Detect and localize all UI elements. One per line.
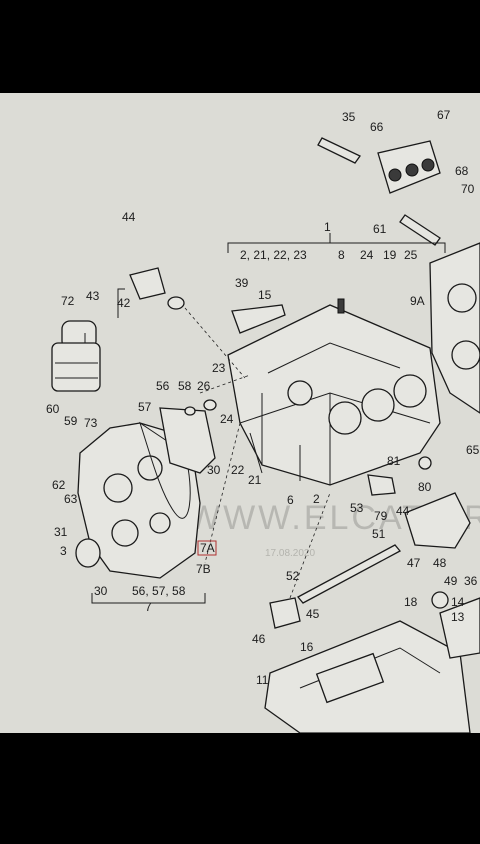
thermostat-housing (129, 267, 166, 300)
label-49: 49 (444, 574, 458, 588)
label-59: 59 (64, 414, 78, 428)
label-47: 47 (407, 556, 421, 570)
label-35: 35 (342, 110, 356, 124)
sensor-81 (418, 456, 432, 470)
label-2: 2 (313, 492, 320, 506)
bolt-8 (337, 298, 345, 314)
label-7A: 7A (200, 541, 215, 555)
label-70: 70 (461, 182, 475, 196)
label-39: 39 (235, 276, 249, 290)
pump-45 (269, 597, 301, 629)
label-57: 57 (138, 400, 152, 414)
label-45: 45 (306, 607, 320, 621)
label-52: 52 (286, 569, 300, 583)
label-61: 61 (373, 222, 387, 236)
label-24-left: 24 (220, 412, 234, 426)
label-24: 24 (360, 248, 374, 262)
label-58: 58 (178, 379, 192, 393)
label-30-bottom: 30 (94, 584, 108, 598)
timing-chain (139, 421, 191, 519)
label-46: 46 (252, 632, 266, 646)
label-42: 42 (117, 296, 131, 310)
label-68: 68 (455, 164, 469, 178)
label-48: 48 (433, 556, 447, 570)
label-56: 56 (156, 379, 170, 393)
engine-block-right (429, 242, 480, 414)
label-53: 53 (350, 501, 364, 515)
sensor-79 (367, 474, 396, 496)
seal-3 (75, 538, 101, 568)
label-21: 21 (248, 473, 262, 487)
label-1: 1 (324, 220, 331, 234)
label-80: 80 (418, 480, 432, 494)
label-31: 31 (54, 525, 68, 539)
cover-plate-57 (159, 407, 216, 474)
label-56-57-58: 56, 57, 58 (132, 584, 186, 598)
oil-pump-part (404, 492, 471, 549)
label-65: 65 (466, 443, 480, 457)
label-67: 67 (437, 108, 451, 122)
label-30: 30 (207, 463, 221, 477)
oil-filter-housing (51, 320, 101, 392)
oil-pan-right (439, 597, 480, 659)
seal-42 (167, 296, 185, 310)
label-81: 81 (387, 454, 401, 468)
camshaft-part (377, 140, 441, 194)
label-2-21-22-23: 2, 21, 22, 23 (240, 248, 307, 262)
highlight-box-7A (197, 540, 217, 556)
label-22: 22 (231, 463, 245, 477)
exploded-parts-diagram: WWW.ELCATS.RU 17.08.2020 (46, 108, 480, 733)
label-18: 18 (404, 595, 418, 609)
bracket-15 (231, 304, 286, 334)
plug-18 (431, 591, 449, 609)
label-63: 63 (64, 492, 78, 506)
seal-26 (203, 399, 217, 411)
label-14: 14 (451, 595, 465, 609)
label-73: 73 (84, 416, 98, 430)
shaft-51 (296, 544, 402, 604)
label-3: 3 (60, 544, 67, 558)
label-6: 6 (287, 493, 294, 507)
label-15: 15 (258, 288, 272, 302)
label-16: 16 (300, 640, 314, 654)
label-51: 51 (372, 527, 386, 541)
label-19: 19 (383, 248, 397, 262)
label-43: 43 (86, 289, 100, 303)
label-79: 79 (374, 509, 388, 523)
label-8: 8 (338, 248, 345, 262)
gasket-strip-35 (317, 137, 361, 164)
label-7B: 7B (196, 562, 211, 576)
label-36: 36 (464, 574, 478, 588)
label-23: 23 (212, 361, 226, 375)
label-13: 13 (451, 610, 465, 624)
label-26: 26 (197, 379, 211, 393)
gasket-strip-61 (399, 214, 441, 246)
seal-58 (184, 406, 196, 416)
label-44: 44 (122, 210, 136, 224)
diagram-screen: WWW.ELCATS.RU 17.08.2020 (0, 93, 480, 733)
label-62: 62 (52, 478, 66, 492)
label-9A: 9A (410, 294, 425, 308)
label-72: 72 (61, 294, 75, 308)
date-stamp: 17.08.2020 (265, 548, 315, 559)
engine-block (227, 304, 441, 486)
label-25: 25 (404, 248, 418, 262)
label-66: 66 (370, 120, 384, 134)
label-44-right: 44 (396, 504, 410, 518)
oil-pan (264, 620, 471, 733)
label-7: 7 (145, 600, 152, 614)
label-60: 60 (46, 402, 60, 416)
label-11: 11 (256, 673, 269, 687)
